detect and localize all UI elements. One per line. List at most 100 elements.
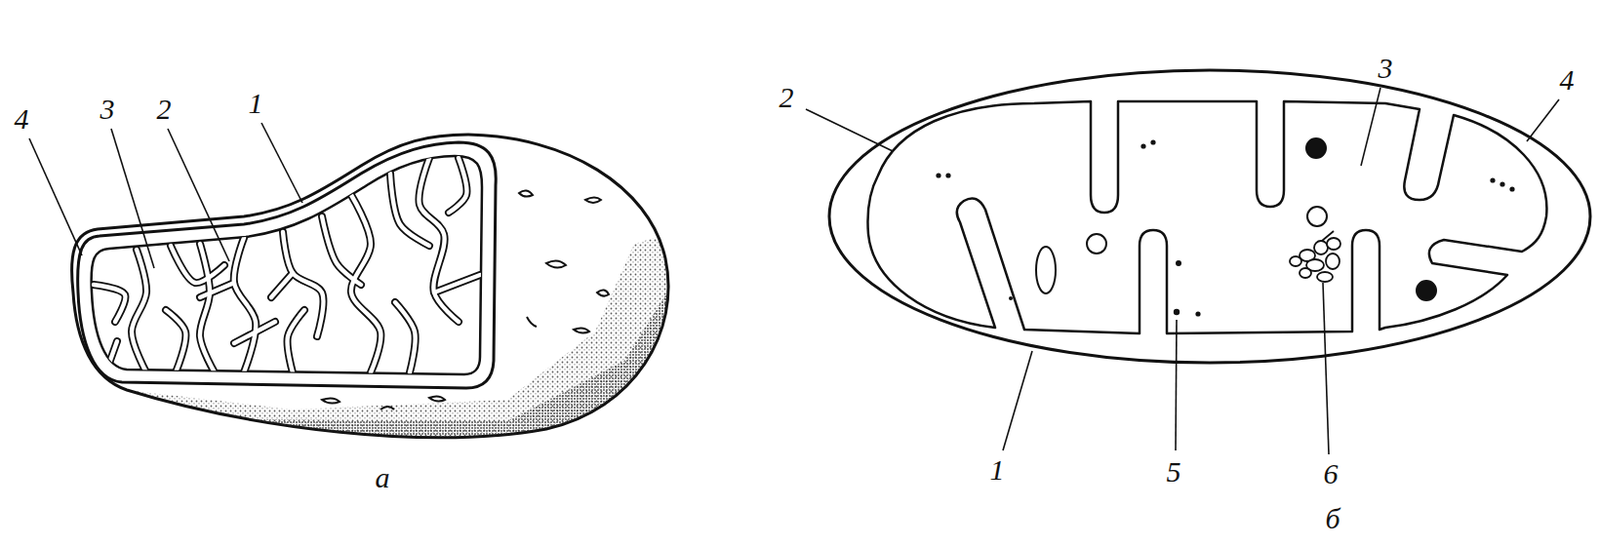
surface-mark — [429, 396, 445, 401]
crista-tube — [200, 243, 215, 373]
callout-number: 1 — [990, 455, 1005, 485]
dense-granule — [1416, 280, 1437, 301]
crista-tube — [131, 249, 147, 373]
surface-mark — [597, 289, 609, 296]
dna-loop — [1326, 238, 1341, 250]
callout-number: 5 — [1166, 457, 1182, 487]
callout-number: 3 — [1378, 53, 1394, 83]
crista-tube-outline — [448, 158, 467, 213]
vesicle — [1307, 206, 1327, 227]
leader-line — [111, 128, 155, 269]
crista-tube-outline — [165, 310, 186, 373]
dna-loop — [1289, 256, 1302, 267]
mitochondrion-3d — [58, 134, 703, 469]
crista-tube — [165, 310, 186, 373]
leader-line — [1526, 99, 1560, 142]
outer-membrane — [829, 70, 1591, 363]
surface-mark — [573, 327, 590, 333]
callout-number: 6 — [1323, 459, 1339, 489]
vesicle — [1086, 234, 1107, 254]
ribosome — [935, 172, 941, 178]
ribosomes — [935, 139, 1515, 317]
ribosome — [1140, 143, 1146, 149]
crista-tube — [282, 232, 323, 337]
leader-line — [1360, 87, 1381, 166]
ribosome — [1499, 181, 1505, 187]
crista-tube — [170, 245, 225, 283]
dna-loop — [1325, 253, 1340, 270]
leader-lines — [29, 87, 1560, 455]
surface-mark — [526, 317, 537, 327]
leader-line — [1175, 320, 1177, 451]
crista-tube-outline — [287, 310, 305, 373]
crista-tube — [93, 284, 125, 322]
leader-line — [167, 128, 230, 262]
crista-tube — [448, 158, 467, 213]
surface-mark — [519, 190, 533, 197]
ribosome — [1489, 177, 1495, 183]
ribosome — [1173, 309, 1180, 316]
callout-number: 2 — [157, 94, 172, 124]
dna-loop — [1314, 240, 1328, 255]
matrix-granules — [1036, 138, 1437, 301]
crista-tube-outline — [351, 195, 382, 373]
ribosome — [1195, 311, 1200, 317]
crista-tube — [234, 321, 276, 344]
callout-number: 3 — [100, 94, 116, 124]
surface-mark — [546, 260, 566, 268]
dna-strand — [1321, 231, 1334, 241]
cut-face-inner-membrane — [91, 156, 482, 375]
leader-line — [29, 138, 82, 256]
surface-mark — [321, 398, 340, 403]
leader-line — [1322, 282, 1329, 455]
dna-loop — [1299, 268, 1312, 279]
dense-granule — [1306, 138, 1326, 159]
tubular-cristae — [93, 158, 480, 373]
crista-tube — [200, 282, 235, 298]
crista-tube — [418, 158, 459, 322]
cut-face-outer-membrane — [78, 142, 497, 389]
mitochondrion-section — [829, 70, 1591, 363]
ribosome — [1175, 260, 1182, 267]
dna-loop — [1317, 272, 1333, 282]
crista-tube-outline — [395, 302, 416, 373]
dna-cluster — [1289, 231, 1341, 282]
crista-tube-outline — [107, 341, 118, 369]
surface-mark — [585, 198, 601, 204]
crista-tube-outline — [282, 232, 323, 337]
ribosome — [1008, 296, 1013, 301]
callout-number: 4 — [14, 104, 30, 134]
crista-tube — [351, 195, 382, 373]
ribosome — [1509, 186, 1515, 192]
crista-tube-outline — [170, 245, 225, 283]
crista-tube — [434, 275, 480, 293]
callout-number: 1 — [248, 88, 264, 119]
surface-mark — [380, 406, 395, 410]
inner-membrane-cristae — [867, 101, 1547, 334]
crista-tube — [271, 273, 293, 298]
crista-tube — [107, 341, 118, 369]
callout-number: 4 — [1560, 65, 1575, 95]
ribosome — [945, 172, 951, 178]
crista-tube — [287, 310, 305, 373]
figure-letter: а — [375, 463, 391, 493]
crista-tube-outline — [418, 158, 459, 322]
leader-line — [805, 109, 893, 152]
crista-tube-outline — [93, 284, 125, 322]
callout-number: 2 — [779, 82, 795, 113]
figure-letter: б — [1324, 504, 1340, 534]
crista-tube-outline — [131, 249, 147, 373]
crista-tube — [234, 238, 256, 373]
vesicle — [1036, 246, 1056, 294]
crista-tube — [395, 302, 416, 373]
crista-tube-outline — [434, 275, 480, 293]
ribosome — [1150, 139, 1156, 145]
crista-tube-outline — [200, 243, 215, 373]
crista-tube-outline — [271, 273, 293, 298]
leader-line — [1002, 351, 1033, 451]
crista-tube-outline — [200, 282, 235, 298]
leader-line — [261, 122, 303, 203]
crista-tube-outline — [234, 238, 256, 373]
